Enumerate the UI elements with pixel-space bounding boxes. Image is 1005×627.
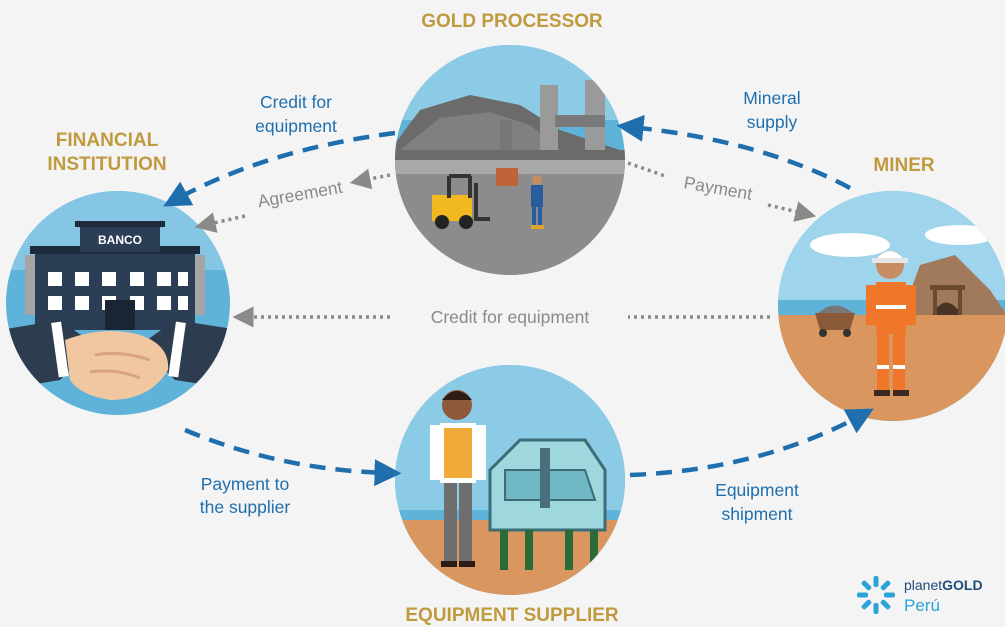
logo-country: Perú	[904, 596, 940, 615]
logo-name: planetGOLD	[904, 577, 983, 593]
label-payment-supplier-line1: Payment to	[201, 474, 290, 494]
planetgold-logo: planetGOLD Perú	[857, 576, 983, 615]
arrow-payment-tail	[627, 161, 666, 178]
label-mineral-supply-line1: Mineral	[743, 88, 800, 108]
arrow-equipment-shipment	[629, 408, 874, 478]
arrow-agreement-left	[194, 212, 246, 233]
financial-institution-node: BANCO	[6, 191, 230, 415]
arrow-payment-supplier	[184, 427, 402, 487]
miner-title: MINER	[873, 155, 935, 176]
label-credit-middle: Credit for equipment	[431, 307, 590, 327]
label-payment: Payment	[682, 172, 754, 204]
gold-processor-title: GOLD PROCESSOR	[421, 11, 603, 32]
bank-sign: BANCO	[98, 233, 142, 247]
arrow-payment-head	[767, 201, 817, 222]
equipment-supplier-node	[395, 365, 625, 595]
label-credit-for-equipment-line1: Credit for	[260, 92, 332, 112]
arrow-mineral-supply	[616, 114, 852, 190]
label-agreement: Agreement	[256, 177, 344, 212]
logo-name-bold: GOLD	[942, 577, 982, 593]
financial-institution-title-line2: INSTITUTION	[47, 154, 166, 175]
gold-processor-node	[395, 45, 625, 275]
label-mineral-supply-line2: supply	[747, 112, 798, 132]
equipment-supplier-title: EQUIPMENT SUPPLIER	[405, 605, 619, 626]
logo-name-light: planet	[904, 577, 942, 593]
arrow-credit-to-bank	[163, 130, 396, 207]
arrow-agreement-right	[349, 168, 391, 190]
financial-institution-title-line1: FINANCIAL	[56, 130, 159, 151]
miner-node	[778, 191, 1005, 421]
logo-star-icon	[857, 576, 895, 614]
label-equipment-shipment-line2: shipment	[721, 504, 792, 524]
label-equipment-shipment-line1: Equipment	[715, 480, 799, 500]
label-credit-for-equipment-line2: equipment	[255, 116, 337, 136]
label-payment-supplier-line2: the supplier	[200, 497, 291, 517]
